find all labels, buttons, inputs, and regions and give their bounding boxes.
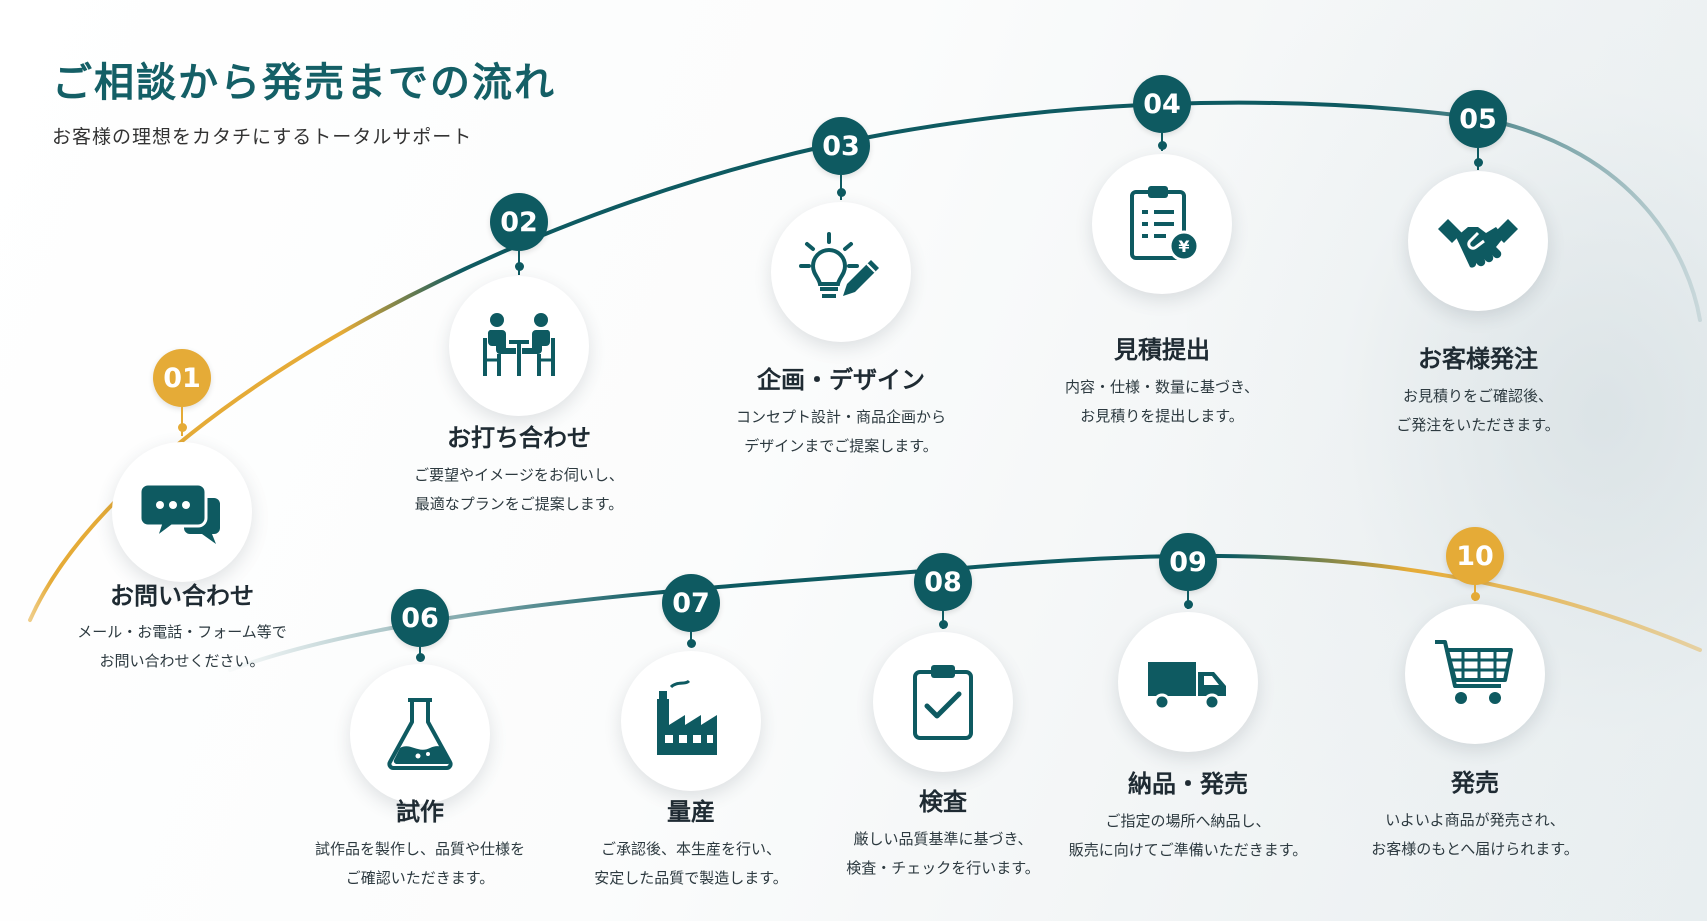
step-connector-dot bbox=[416, 653, 425, 662]
step-badge: 03 bbox=[812, 117, 870, 175]
step-description-line2: ご確認いただきます。 bbox=[345, 869, 495, 887]
clipboard-yen-icon: ¥ bbox=[1130, 186, 1200, 262]
factory-icon bbox=[657, 679, 717, 755]
step-description-line1: ご要望やイメージをお伺いし、 bbox=[414, 466, 624, 484]
shopping-cart-icon bbox=[1435, 640, 1513, 704]
step-icon-circle bbox=[350, 664, 490, 804]
lightbulb-pencil-icon bbox=[799, 232, 879, 298]
step-icon-circle bbox=[112, 442, 252, 582]
step-connector-dot bbox=[515, 262, 524, 271]
step-title: 見積提出 bbox=[1114, 336, 1210, 364]
step-connector bbox=[181, 407, 183, 436]
handshake-icon bbox=[1438, 219, 1518, 268]
step-description-line2: 最適なプランをご提案します。 bbox=[414, 495, 624, 513]
step-icon-circle bbox=[873, 632, 1013, 772]
step-badge: 04 bbox=[1133, 75, 1191, 133]
step-connector-dot bbox=[1474, 158, 1483, 167]
step-description-line2: お客様のもとへ届けられます。 bbox=[1371, 840, 1579, 858]
step-badge: 02 bbox=[490, 193, 548, 251]
step-description-line1: ご承認後、本生産を行い、 bbox=[600, 840, 781, 858]
step-description-line2: 販売に向けてご準備いただきます。 bbox=[1068, 841, 1308, 859]
step-connector bbox=[840, 175, 842, 200]
step-icon-circle: ¥ bbox=[1092, 154, 1232, 294]
step-badge: 01 bbox=[153, 349, 211, 407]
step-title: お打ち合わせ bbox=[447, 424, 591, 452]
step-connector-dot bbox=[687, 639, 696, 648]
top-flow-curve bbox=[28, 100, 1702, 622]
step-badge: 10 bbox=[1446, 527, 1504, 585]
page-subtitle: お客様の理想をカタチにするトータルサポート bbox=[52, 126, 473, 148]
step-badge: 05 bbox=[1449, 90, 1507, 148]
truck-icon bbox=[1148, 662, 1226, 711]
step-connector-dot bbox=[1184, 600, 1193, 609]
step-title: 企画・デザイン bbox=[757, 366, 925, 394]
step-badge: 08 bbox=[914, 553, 972, 611]
step-description-line1: お見積りをご確認後、 bbox=[1402, 387, 1553, 405]
step-description-line2: ご発注をいただきます。 bbox=[1396, 416, 1560, 434]
step-title: お問い合わせ bbox=[110, 582, 254, 610]
step-title: 納品・発売 bbox=[1128, 770, 1248, 798]
step-icon-circle bbox=[1408, 171, 1548, 311]
step-connector-dot bbox=[837, 188, 846, 197]
step-icon-circle bbox=[771, 202, 911, 342]
step-connector-dot bbox=[939, 620, 948, 629]
step-icon-circle bbox=[621, 651, 761, 791]
step-title: お客様発注 bbox=[1418, 345, 1538, 373]
svg-text:¥: ¥ bbox=[1178, 237, 1189, 256]
step-description-line1: いよいよ商品が発売され、 bbox=[1385, 811, 1565, 829]
step-title: 量産 bbox=[667, 798, 715, 826]
step-description-line2: デザインまでご提案します。 bbox=[744, 437, 938, 455]
step-connector-dot bbox=[1158, 141, 1167, 150]
step-icon-circle bbox=[1118, 612, 1258, 752]
step-description-line2: 検査・チェックを行います。 bbox=[846, 859, 1040, 877]
step-icon-circle bbox=[449, 276, 589, 416]
step-icon-circle bbox=[1405, 604, 1545, 744]
step-description-line2: お問い合わせください。 bbox=[99, 652, 265, 670]
step-description-line2: 安定した品質で製造します。 bbox=[594, 869, 788, 887]
clipboard-check-icon bbox=[913, 665, 973, 740]
meeting-icon bbox=[483, 313, 555, 376]
page-title: ご相談から発売までの流れ bbox=[52, 60, 556, 106]
step-connector-dot bbox=[1471, 592, 1480, 601]
step-description-line1: 試作品を製作し、品質や仕様を bbox=[314, 840, 525, 858]
flask-icon bbox=[387, 698, 453, 770]
step-badge: 09 bbox=[1159, 533, 1217, 591]
chat-bubbles-icon bbox=[140, 482, 220, 544]
step-title: 発売 bbox=[1451, 769, 1499, 797]
step-title: 検査 bbox=[919, 788, 967, 816]
step-description-line1: 内容・仕様・数量に基づき、 bbox=[1065, 378, 1259, 396]
step-description-line1: メール・お電話・フォーム等で bbox=[77, 623, 287, 641]
step-description-line1: コンセプト設計・商品企画から bbox=[735, 408, 946, 426]
step-badge: 07 bbox=[662, 574, 720, 632]
step-description-line1: ご指定の場所へ納品し、 bbox=[1105, 812, 1271, 830]
step-connector-dot bbox=[178, 423, 187, 432]
step-badge: 06 bbox=[391, 589, 449, 647]
step-description-line1: 厳しい品質基準に基づき、 bbox=[853, 830, 1033, 848]
step-title: 試作 bbox=[396, 798, 444, 826]
step-description-line2: お見積りを提出します。 bbox=[1080, 407, 1244, 425]
